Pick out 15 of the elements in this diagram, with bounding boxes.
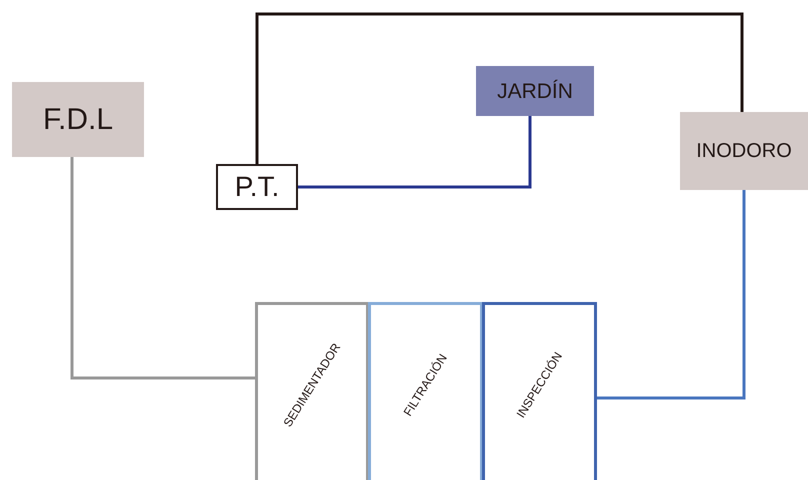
- node-label: JARDÍN: [497, 80, 573, 102]
- tank-box: [255, 302, 369, 480]
- process-box: [216, 164, 298, 210]
- node-label: INODORO: [696, 141, 792, 161]
- connector-line: [70, 157, 255, 380]
- connector-line: [597, 190, 746, 400]
- process-box: [476, 66, 594, 116]
- node-label: P.T.: [234, 173, 280, 201]
- connector-line: [298, 116, 532, 188]
- process-box: [12, 82, 144, 157]
- tank-box: [368, 302, 483, 480]
- connector-line: [256, 12, 744, 164]
- tank-box: [482, 302, 597, 480]
- node-label: F.D.L: [42, 104, 114, 134]
- process-box: [680, 112, 808, 190]
